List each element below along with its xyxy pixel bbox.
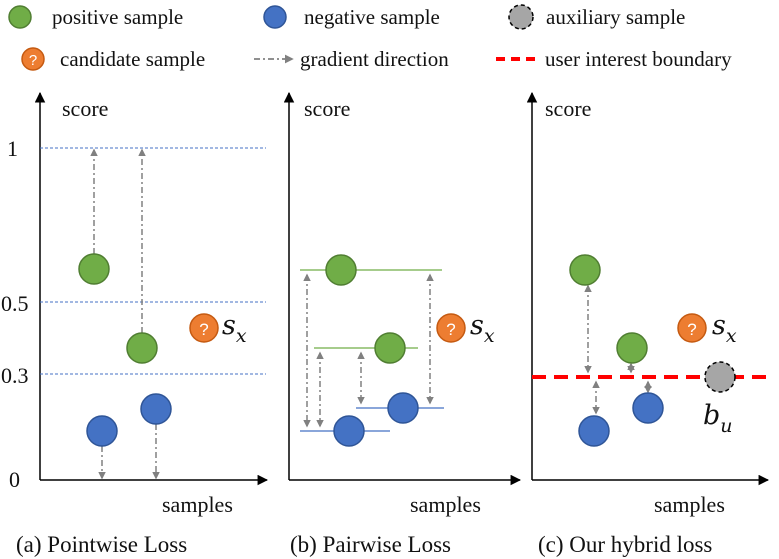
negative-sample bbox=[86, 415, 118, 447]
negative-sample-icon bbox=[263, 5, 287, 29]
positive-sample-icon bbox=[8, 5, 32, 29]
legend-boundary-label: user interest boundary bbox=[545, 47, 732, 71]
panel-caption: (c) Our hybrid loss bbox=[538, 532, 712, 557]
positive-sample bbox=[616, 332, 648, 364]
candidate-question-glyph: ? bbox=[199, 320, 208, 339]
panel-pairwise: score samples ? sx (b) Pairwise Loss bbox=[283, 91, 522, 557]
candidate-sample bbox=[677, 313, 707, 343]
negative-sample bbox=[578, 415, 610, 447]
candidate-score-label: sx bbox=[222, 310, 247, 347]
positive-sample bbox=[569, 254, 601, 286]
candidate-score-label: sx bbox=[470, 310, 495, 347]
x-axis-label: samples bbox=[654, 492, 725, 517]
y-axis-label: score bbox=[62, 96, 108, 121]
auxiliary-sample-label: bu bbox=[703, 400, 733, 437]
panel-hybrid: score samples bu ? sx (c) Our hybrid los… bbox=[526, 91, 770, 557]
legend-gradient-label: gradient direction bbox=[300, 47, 449, 71]
legend-auxiliary-label: auxiliary sample bbox=[546, 5, 685, 29]
x-axis-label: samples bbox=[410, 492, 481, 517]
panel-pointwise: score samples 1 0.5 0.3 0 ? sx (a) Point… bbox=[1, 91, 269, 557]
x-axis-label: samples bbox=[162, 492, 233, 517]
tick-0-5: 0.5 bbox=[1, 291, 29, 316]
positive-sample bbox=[126, 332, 158, 364]
candidate-sample bbox=[436, 313, 466, 343]
legend: positive sample negative sample auxiliar… bbox=[8, 4, 732, 71]
negative-sample bbox=[632, 392, 664, 424]
auxiliary-sample-icon bbox=[508, 4, 534, 30]
y-axis-label: score bbox=[304, 96, 350, 121]
panel-caption: (a) Pointwise Loss bbox=[16, 532, 187, 557]
candidate-sample-icon bbox=[21, 47, 45, 71]
positive-sample bbox=[78, 253, 110, 285]
candidate-question-glyph: ? bbox=[29, 52, 37, 69]
candidate-sample bbox=[189, 313, 219, 343]
negative-sample bbox=[140, 393, 172, 425]
candidate-question-glyph: ? bbox=[446, 320, 455, 339]
positive-sample bbox=[374, 332, 406, 364]
negative-sample bbox=[333, 415, 365, 447]
legend-candidate-label: candidate sample bbox=[60, 47, 205, 71]
auxiliary-sample bbox=[704, 361, 736, 393]
panel-caption: (b) Pairwise Loss bbox=[290, 532, 451, 557]
y-axis-label: score bbox=[545, 96, 591, 121]
tick-0: 0 bbox=[9, 467, 20, 492]
candidate-question-glyph: ? bbox=[687, 320, 696, 339]
tick-1: 1 bbox=[7, 136, 18, 161]
legend-positive-label: positive sample bbox=[52, 5, 183, 29]
legend-negative-label: negative sample bbox=[304, 5, 440, 29]
candidate-score-label: sx bbox=[712, 310, 737, 347]
negative-sample bbox=[387, 392, 419, 424]
positive-sample bbox=[325, 254, 357, 286]
tick-0-3: 0.3 bbox=[1, 363, 29, 388]
